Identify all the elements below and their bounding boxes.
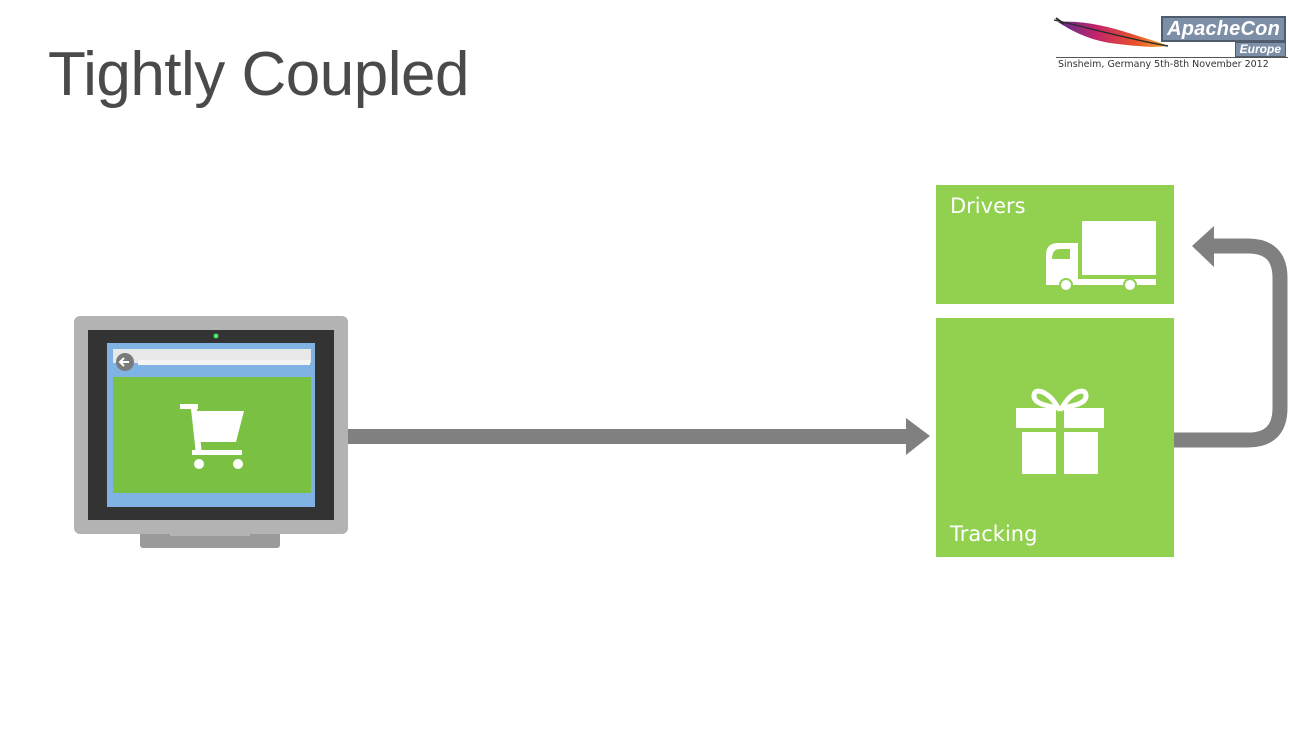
tile-drivers-label: Drivers <box>950 194 1026 218</box>
logo-region: Europe <box>1234 42 1286 57</box>
arrow-tracking-to-drivers <box>1174 226 1288 448</box>
arrow-client-to-tracking <box>346 418 930 455</box>
apache-feather-icon <box>1053 17 1169 47</box>
tile-tracking-label: Tracking <box>950 522 1038 546</box>
apachecon-logo: ApacheCon Europe Sinsheim, Germany 5th-8… <box>1052 12 1292 74</box>
slide-title: Tightly Coupled <box>48 40 470 109</box>
tile-drivers: Drivers <box>936 185 1174 304</box>
gift-icon <box>1016 388 1104 474</box>
monitor-icon <box>74 316 348 548</box>
truck-icon <box>1046 221 1156 292</box>
shopping-cart-icon <box>180 404 244 469</box>
tile-tracking: Tracking <box>936 318 1174 557</box>
logo-wordmark: ApacheCon <box>1161 16 1286 42</box>
logo-divider <box>1056 57 1288 58</box>
logo-tagline: Sinsheim, Germany 5th-8th November 2012 <box>1058 59 1269 70</box>
